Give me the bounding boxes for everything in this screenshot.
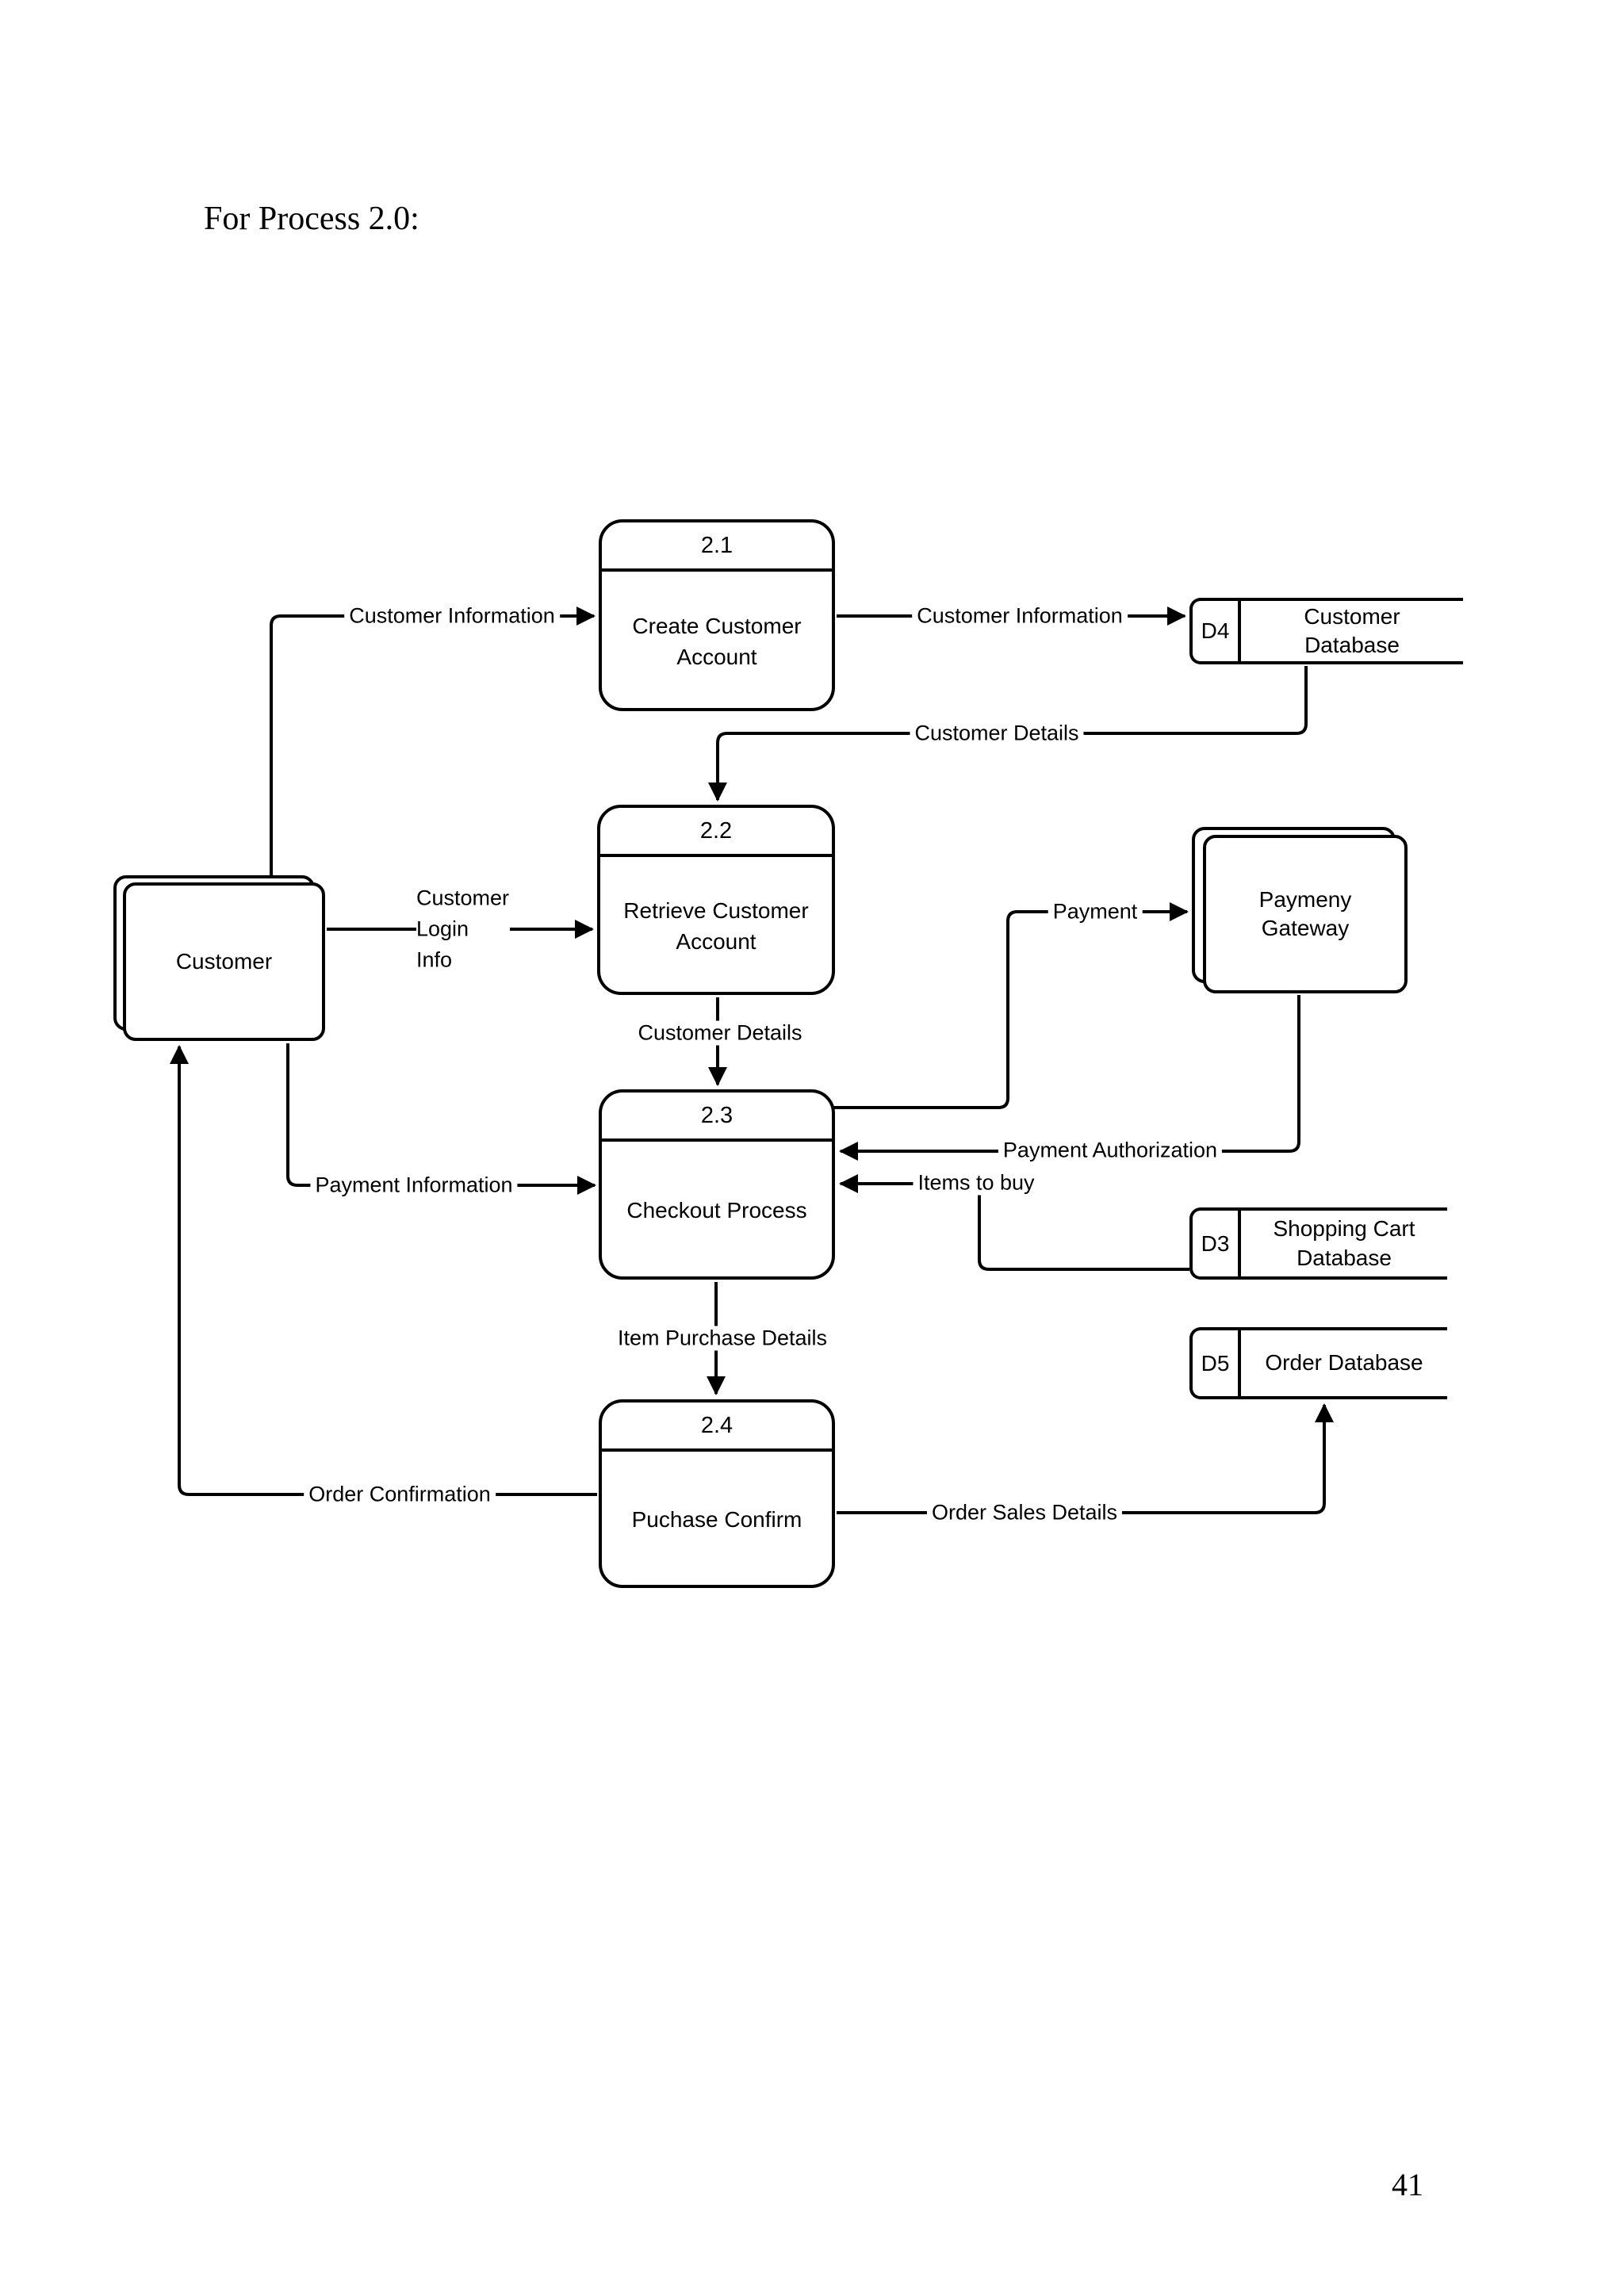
flow-label-customer-information-left: Customer Information (344, 603, 560, 629)
flow-label-order-sales-details: Order Sales Details (926, 1500, 1123, 1525)
process-retrieve-customer-account: 2.2 Retrieve Customer Account (597, 805, 835, 995)
datastore-order-database: D5 Order Database (1189, 1327, 1447, 1399)
flow-label-customer-login-info: Customer Login Info (416, 882, 510, 976)
datastore-label: Customer Database (1304, 603, 1400, 657)
datastore-id: D4 (1193, 601, 1241, 661)
datastore-shopping-cart-database: D3 Shopping Cart Database (1189, 1207, 1447, 1280)
process-label-wrap: Create Customer Account (602, 575, 832, 708)
process-id: 2.4 (602, 1402, 832, 1452)
flow-label-customer-information-right: Customer Information (912, 603, 1128, 629)
page-title: For Process 2.0: (204, 201, 419, 237)
process-create-customer-account: 2.1 Create Customer Account (599, 519, 835, 711)
flow-label-customer-details-top: Customer Details (910, 721, 1084, 746)
flow-label-order-confirmation: Order Confirmation (304, 1482, 496, 1507)
entity-label: Customer (175, 948, 273, 974)
flow-line-gateway-to-2-3 (839, 995, 1300, 1161)
flow-label-item-purchase-details: Item Purchase Details (612, 1326, 833, 1351)
process-purchase-confirm: 2.4 Puchase Confirm (599, 1399, 835, 1588)
flow-line-2-3-to-gateway (833, 902, 1189, 1109)
process-id: 2.1 (602, 522, 832, 572)
flow-label-customer-details-mid: Customer Details (633, 1020, 807, 1046)
flow-line-customer-to-2-3 (286, 1043, 596, 1195)
datastore-customer-database: D4 Customer Database (1189, 598, 1463, 664)
flow-label-items-to-buy: Items to buy (913, 1170, 1040, 1196)
flow-label-payment-authorization: Payment Authorization (998, 1138, 1223, 1163)
process-checkout-process: 2.3 Checkout Process (599, 1089, 835, 1280)
datastore-label: Order Database (1265, 1350, 1423, 1376)
datastore-label-wrap: Customer Database (1241, 601, 1463, 661)
process-label: Retrieve Customer Account (623, 897, 809, 954)
page-number: 41 (1392, 2167, 1423, 2202)
flow-label-payment: Payment (1048, 899, 1143, 924)
process-label-wrap: Retrieve Customer Account (600, 860, 832, 992)
process-id: 2.3 (602, 1093, 832, 1142)
entity-customer: Customer (123, 882, 325, 1041)
process-label: Checkout Process (626, 1198, 807, 1223)
process-label-wrap: Puchase Confirm (602, 1455, 832, 1585)
datastore-id: D3 (1193, 1211, 1241, 1276)
process-label: Puchase Confirm (631, 1507, 802, 1533)
process-id: 2.2 (600, 808, 832, 857)
datastore-label-wrap: Shopping Cart Database (1241, 1211, 1447, 1276)
entity-label: Paymeny Gateway (1258, 886, 1352, 940)
flow-line-d3-to-2-3 (839, 1174, 1189, 1271)
flow-line-2-4-to-d5 (837, 1403, 1334, 1514)
datastore-id: D5 (1193, 1330, 1241, 1396)
process-label-wrap: Checkout Process (602, 1145, 832, 1276)
flow-line-customer-to-2-1 (270, 607, 596, 878)
entity-payment-gateway: Paymeny Gateway (1203, 835, 1408, 993)
datastore-label: Shopping Cart Database (1273, 1216, 1415, 1270)
flow-label-payment-information: Payment Information (310, 1173, 518, 1198)
process-label: Create Customer Account (632, 613, 802, 669)
datastore-label-wrap: Order Database (1241, 1330, 1447, 1396)
flow-line-2-4-to-customer (170, 1045, 597, 1496)
